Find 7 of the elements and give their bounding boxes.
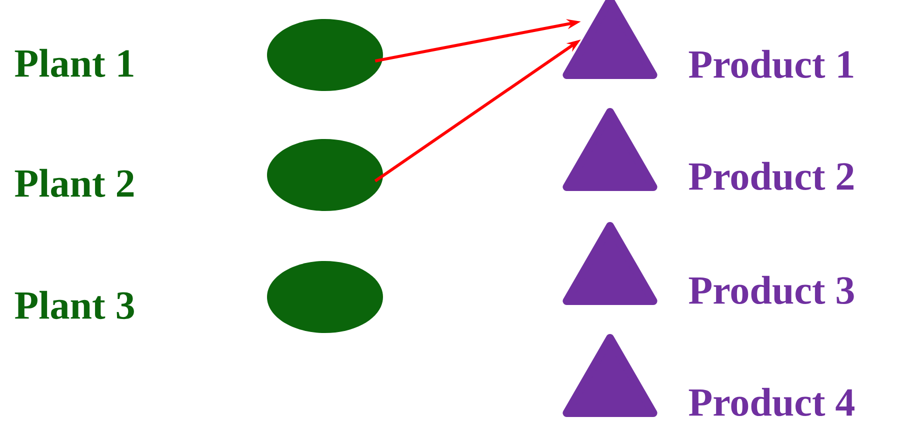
node-label: Plant 3 <box>14 290 134 320</box>
node-label: Product 4 <box>688 388 854 416</box>
node-label: Plant 1 <box>14 48 134 78</box>
node-label: Product 3 <box>688 276 854 304</box>
node-label: Product 1 <box>688 50 854 78</box>
node-label: Plant 2 <box>14 168 134 198</box>
node-label: Product 2 <box>688 162 854 190</box>
